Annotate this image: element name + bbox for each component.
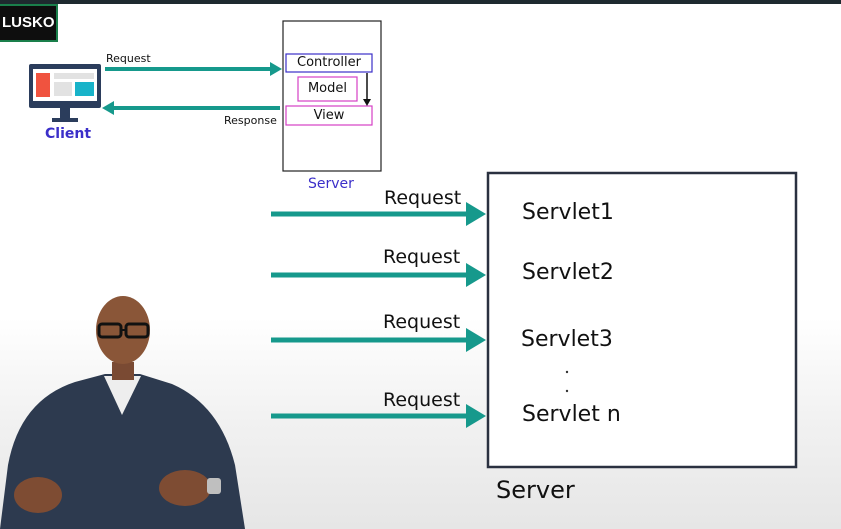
monitor-icon bbox=[29, 64, 101, 122]
client-label: Client bbox=[45, 126, 92, 142]
small-server-label: Server bbox=[308, 176, 354, 192]
top-request-label: Request bbox=[106, 52, 151, 65]
presenter-image bbox=[0, 296, 245, 529]
model-box bbox=[297, 76, 358, 102]
top-bar bbox=[0, 0, 841, 4]
top-response-label: Response bbox=[224, 114, 277, 127]
big-server-box bbox=[486, 171, 798, 469]
request-arrow-3 bbox=[271, 328, 486, 352]
servlet-label-n: Servlet n bbox=[522, 402, 621, 427]
servlet-label-2: Servlet2 bbox=[522, 260, 614, 285]
controller-label: Controller bbox=[297, 55, 361, 70]
request-label-4: Request bbox=[383, 389, 461, 411]
controller-box bbox=[285, 53, 373, 73]
ellipsis-dot bbox=[565, 389, 569, 393]
request-label-3: Request bbox=[383, 311, 461, 333]
ellipsis-dot bbox=[565, 370, 569, 374]
servlet-label-3: Servlet3 bbox=[521, 327, 613, 352]
request-arrow-1 bbox=[271, 202, 486, 226]
brand-logo: LUSKO bbox=[0, 4, 58, 42]
request-label-1: Request bbox=[384, 187, 462, 209]
big-server-label: Server bbox=[496, 476, 575, 504]
request-arrow-4 bbox=[271, 404, 486, 428]
servlet-label-1: Servlet1 bbox=[522, 200, 614, 225]
model-label: Model bbox=[307, 81, 348, 96]
view-box bbox=[285, 105, 373, 126]
request-arrow-2 bbox=[271, 263, 486, 287]
request-label-2: Request bbox=[383, 246, 461, 268]
view-label: View bbox=[313, 108, 345, 123]
